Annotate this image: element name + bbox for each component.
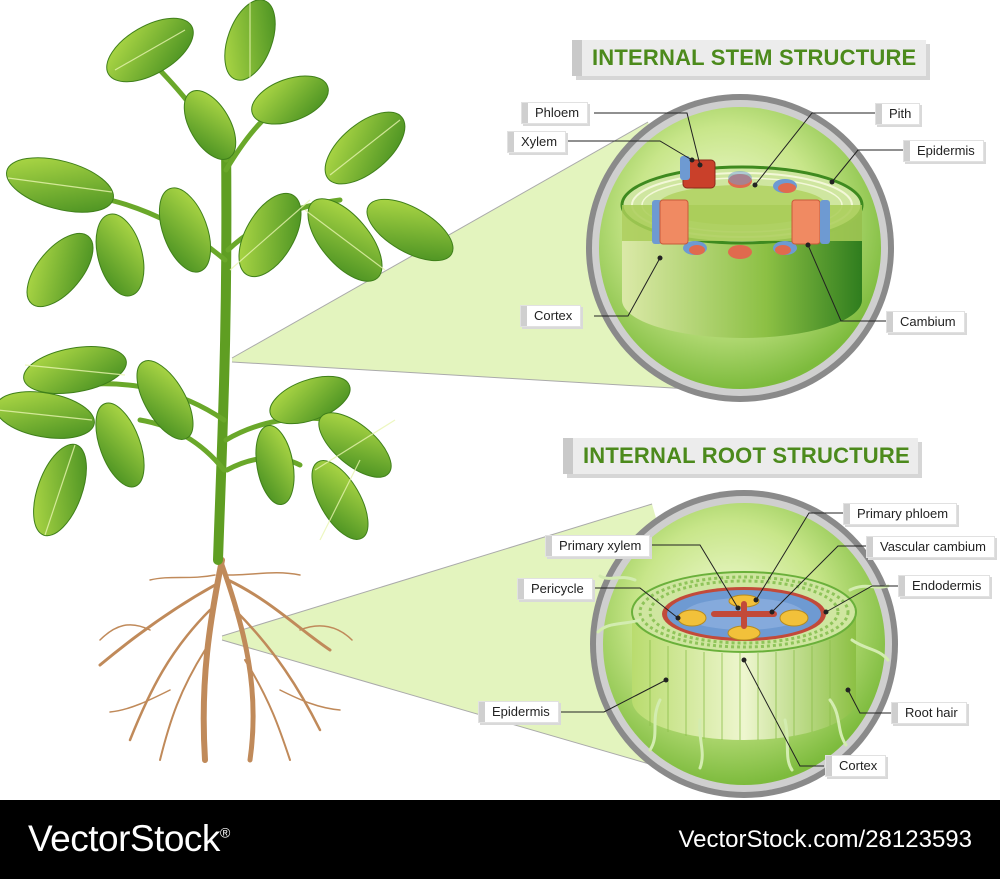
label-stem-epidermis: Epidermis (903, 140, 984, 162)
plant-stem (213, 135, 232, 565)
brand-logo: VectorStock® (28, 818, 230, 860)
root-xylem-cross (711, 601, 777, 629)
label-root-cortex: Cortex (825, 755, 887, 777)
label-endodermis: Endodermis (898, 575, 991, 597)
root-zoom-beam (222, 504, 732, 788)
roots (98, 557, 353, 763)
leader-lines (559, 112, 904, 767)
diagram-svg (0, 0, 904, 798)
label-primary-xylem: Primary xylem (545, 535, 651, 557)
label-stem-cortex: Cortex (520, 305, 582, 327)
root-phloem-patches (677, 594, 809, 641)
label-phloem: Phloem (521, 102, 589, 124)
label-xylem: Xylem (507, 131, 567, 153)
brand-name: VectorStock (28, 818, 220, 859)
root-hairs (596, 574, 890, 772)
leader-dots (657, 157, 851, 693)
image-credit: VectorStock.com/28123593 (678, 826, 972, 853)
label-vascular-cambium: Vascular cambium (866, 536, 995, 558)
label-cambium: Cambium (886, 311, 965, 333)
stem-cross-section (620, 156, 864, 338)
label-primary-phloem: Primary phloem (843, 503, 958, 525)
label-pith: Pith (875, 103, 921, 125)
stem-structure-title: INTERNAL STEM STRUCTURE (572, 40, 926, 76)
root-structure-title: INTERNAL ROOT STRUCTURE (563, 438, 918, 474)
label-pericycle: Pericycle (517, 578, 593, 600)
leaf-veins (0, 2, 401, 541)
label-root-hair: Root hair (891, 702, 967, 724)
label-root-epidermis: Epidermis (478, 701, 559, 723)
vascular-bundles (652, 156, 830, 259)
registered-mark: ® (219, 824, 230, 841)
diagram-scene: INTERNAL STEM STRUCTURE INTERNAL ROOT ST… (0, 0, 995, 798)
root-beam-line-top (221, 503, 653, 637)
stem-beam-line-bottom (231, 361, 741, 393)
watermark-footer: VectorStock® VectorStock.com/28123593 (0, 800, 1000, 879)
